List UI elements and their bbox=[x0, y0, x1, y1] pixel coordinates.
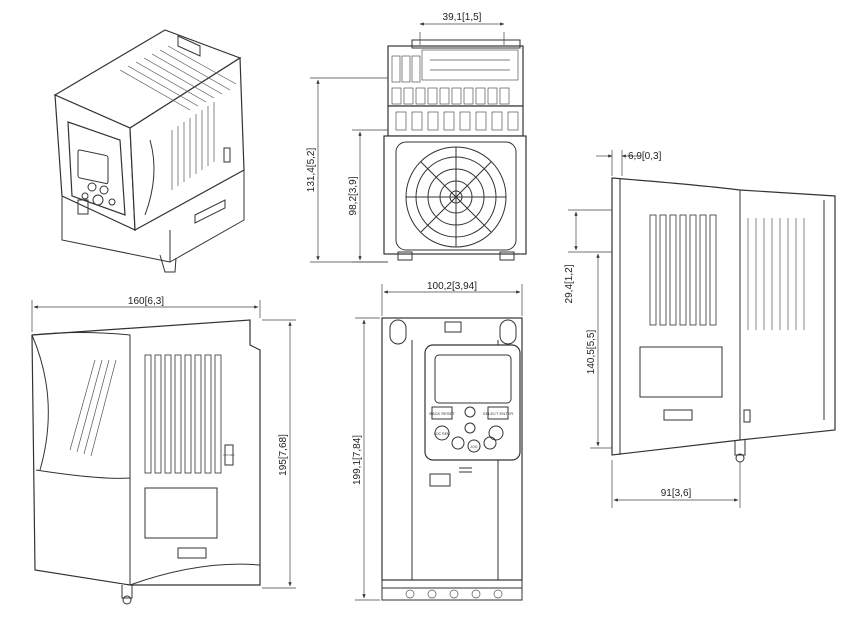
key-loc-rem-label: LOC REM bbox=[434, 432, 450, 436]
fan-icon bbox=[405, 146, 507, 248]
dim-left-height: 195[7,68] bbox=[278, 434, 289, 476]
key-select-enter-label: SELECT ENTER bbox=[483, 411, 513, 416]
right-side-view bbox=[611, 177, 836, 463]
side-switch-label: ON OFF bbox=[223, 453, 234, 457]
left-side-view bbox=[31, 319, 261, 605]
dim-side-upper: 29,4[1,2] bbox=[564, 264, 575, 303]
dim-front-height: 199,1[7,84] bbox=[352, 435, 363, 485]
top-view bbox=[383, 39, 527, 261]
dim-front-width: 100,2[3,94] bbox=[427, 281, 477, 292]
isometric-view bbox=[53, 29, 245, 273]
front-view bbox=[381, 317, 523, 601]
dim-side-offset: 6,9[0,3] bbox=[628, 151, 662, 162]
keypad bbox=[431, 406, 509, 453]
dim-top-height: 131,4[5,2] bbox=[306, 148, 317, 193]
dim-left-width: 160[6,3] bbox=[128, 296, 164, 307]
keypad-labels: BACK RESET SELECT ENTER LOC REM JOG ON O… bbox=[223, 411, 513, 457]
dim-top-connector-width: 39,1[1,5] bbox=[443, 12, 482, 23]
dim-side-mid: 140,5[5,5] bbox=[586, 330, 597, 375]
dim-side-depth: 91[3,6] bbox=[661, 488, 692, 499]
dimension-labels: 39,1[1,5] 131,4[5,2] 98,2[3,9] 6,9[0,3] … bbox=[128, 12, 692, 499]
dim-top-fan-height: 98,2[3,9] bbox=[348, 176, 359, 215]
key-back-reset-label: BACK RESET bbox=[429, 411, 455, 416]
key-jog-label: JOG bbox=[470, 445, 477, 449]
dimension-lines bbox=[31, 22, 741, 601]
